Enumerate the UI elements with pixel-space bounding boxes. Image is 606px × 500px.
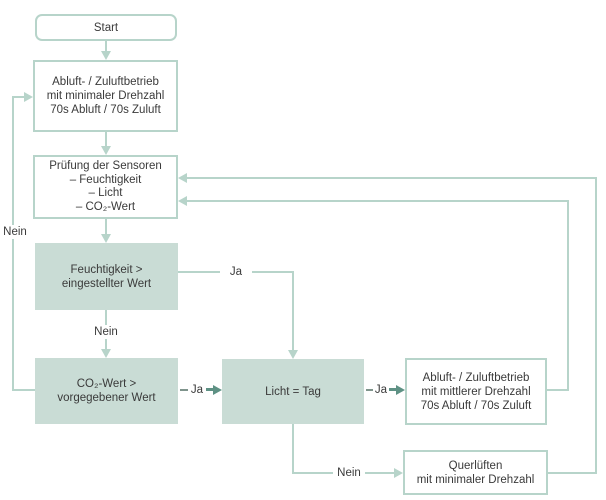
node-text-line: 70s Abluft / 70s Zuluft: [420, 399, 532, 412]
ja-arrow-head-co2: [213, 385, 222, 395]
node-text-line: Abluft- / Zuluftbetrieb: [422, 371, 530, 384]
ja-arrow-tail-co2: [206, 388, 214, 391]
connector-cross-feedback-left: [186, 177, 597, 179]
arrowhead-ja-into-light: [288, 350, 298, 359]
node-co2-check: CO₂-Wert > vorgegebener Wert: [35, 358, 178, 424]
node-text-line: vorgegebener Wert: [57, 392, 156, 404]
node-sensor-check: Prüfung der Sensoren – Feuchtigkeit – Li…: [33, 155, 178, 219]
connector-check-to-humidity: [105, 219, 107, 235]
connector-mid-feedback-left: [186, 200, 569, 202]
arrowhead-left-feedback: [24, 92, 33, 102]
node-text-line: mit minimaler Drehzahl: [46, 90, 165, 102]
node-light-check: Licht = Tag: [222, 359, 364, 424]
arrowhead-humidity-to-co2: [101, 349, 111, 358]
node-text-line: mit mittlerer Drehzahl: [421, 385, 531, 398]
node-text-line: eingestellter Wert: [61, 277, 152, 290]
node-start: Start: [35, 14, 177, 41]
ja-dash-light: [366, 389, 373, 391]
connector-co2-left: [12, 389, 35, 391]
node-exhaust-supply-min: Abluft- / Zuluftbetrieb mit minimaler Dr…: [33, 60, 178, 132]
node-cross-vent: Querlüften mit minimaler Drehzahl: [403, 450, 548, 495]
arrowhead-cross-into-check: [178, 173, 187, 183]
arrowhead-mid-into-check: [178, 196, 187, 206]
connector-light-nein-down: [292, 424, 294, 474]
node-text-line: Querlüften: [448, 459, 503, 472]
connector-humidity-ja-down: [292, 271, 294, 351]
node-text-line: – Feuchtigkeit: [69, 173, 142, 186]
connector-mid-feedback-up: [567, 200, 569, 391]
connector-left-feedback-top: [12, 96, 25, 98]
edge-label-nein-light: Nein: [333, 466, 365, 480]
connector-left-feedback: [12, 96, 14, 391]
ja-dash-co2: [180, 389, 188, 391]
arrowhead-min-to-check: [101, 146, 111, 155]
arrowhead-check-to-humidity: [101, 234, 111, 243]
connector-min-to-check: [105, 132, 107, 147]
arrowhead-start-to-min: [101, 51, 111, 60]
edge-label-ja-humidity: Ja: [220, 265, 252, 279]
node-start-label: Start: [93, 21, 119, 34]
node-text-line: Feuchtigkeit >: [70, 263, 143, 276]
edge-label-ja-co2: Ja: [189, 383, 205, 397]
node-text-line: – Licht: [88, 187, 123, 199]
connector-cross-right: [548, 472, 597, 474]
node-text-line: Licht = Tag: [265, 385, 321, 398]
ja-arrow-head-light: [396, 385, 405, 395]
connector-start-to-min: [105, 41, 107, 52]
arrowhead-nein-into-cross: [394, 468, 403, 478]
node-text-line: Prüfung der Sensoren: [49, 160, 162, 172]
edge-label-nein-left: Nein: [0, 225, 30, 239]
edge-label-nein-humidity: Nein: [90, 325, 122, 339]
connector-mid-right: [547, 389, 569, 391]
node-text-line: Abluft- / Zuluftbetrieb: [52, 76, 159, 88]
node-text-line: mit minimaler Drehzahl: [416, 473, 535, 486]
node-text-line: – CO₂-Wert: [75, 200, 136, 213]
node-text-line: 70s Abluft / 70s Zuluft: [50, 104, 161, 116]
edge-label-ja-light: Ja: [373, 383, 389, 397]
connector-cross-feedback-up: [595, 177, 597, 474]
node-exhaust-supply-mid: Abluft- / Zuluftbetrieb mit mittlerer Dr…: [405, 358, 547, 425]
ja-arrow-tail-light: [389, 388, 397, 391]
node-text-line: CO₂-Wert >: [76, 378, 137, 390]
node-humidity-check: Feuchtigkeit > eingestellter Wert: [35, 243, 178, 310]
